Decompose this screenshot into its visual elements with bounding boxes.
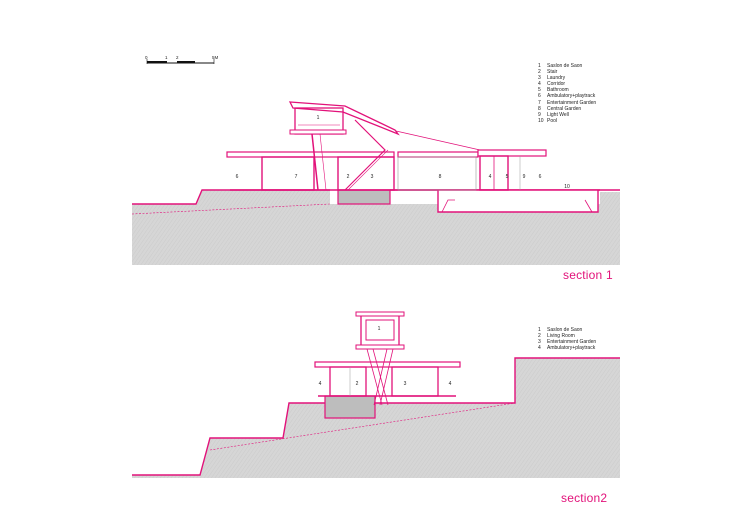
pool-section (437, 190, 599, 213)
room-label: 6 (538, 174, 542, 180)
room-label: 10 (564, 184, 570, 190)
scale-tick-3: 5M (212, 55, 219, 60)
scale-tick-0: 0 (145, 55, 148, 60)
room-label: 5 (505, 174, 509, 180)
section-2-drawing (132, 311, 620, 478)
room-label: 3 (403, 381, 407, 387)
section-1-title: section 1 (563, 268, 613, 282)
room-label: 1 (316, 115, 320, 121)
scale-tick-1: 1 (165, 55, 168, 60)
room-label: 1 (377, 326, 381, 332)
room-label: 4 (488, 174, 492, 180)
upper-pavilion-section (288, 101, 400, 136)
room-label: 7 (294, 174, 298, 180)
room-label: 6 (235, 174, 239, 180)
stair-section (344, 119, 386, 191)
section-2-ground (132, 358, 620, 478)
section-1-drawing (131, 101, 620, 265)
room-label: 4 (318, 381, 322, 387)
room-label: 2 (355, 381, 359, 387)
scale-bar (146, 59, 215, 64)
section-2-title: section2 (561, 491, 608, 505)
room-label: 2 (346, 174, 350, 180)
room-label: 9 (522, 174, 526, 180)
room-label: 8 (438, 174, 442, 180)
scale-tick-2: 2 (176, 55, 179, 60)
room-label: 3 (370, 174, 374, 180)
room-label: 4 (448, 381, 452, 387)
